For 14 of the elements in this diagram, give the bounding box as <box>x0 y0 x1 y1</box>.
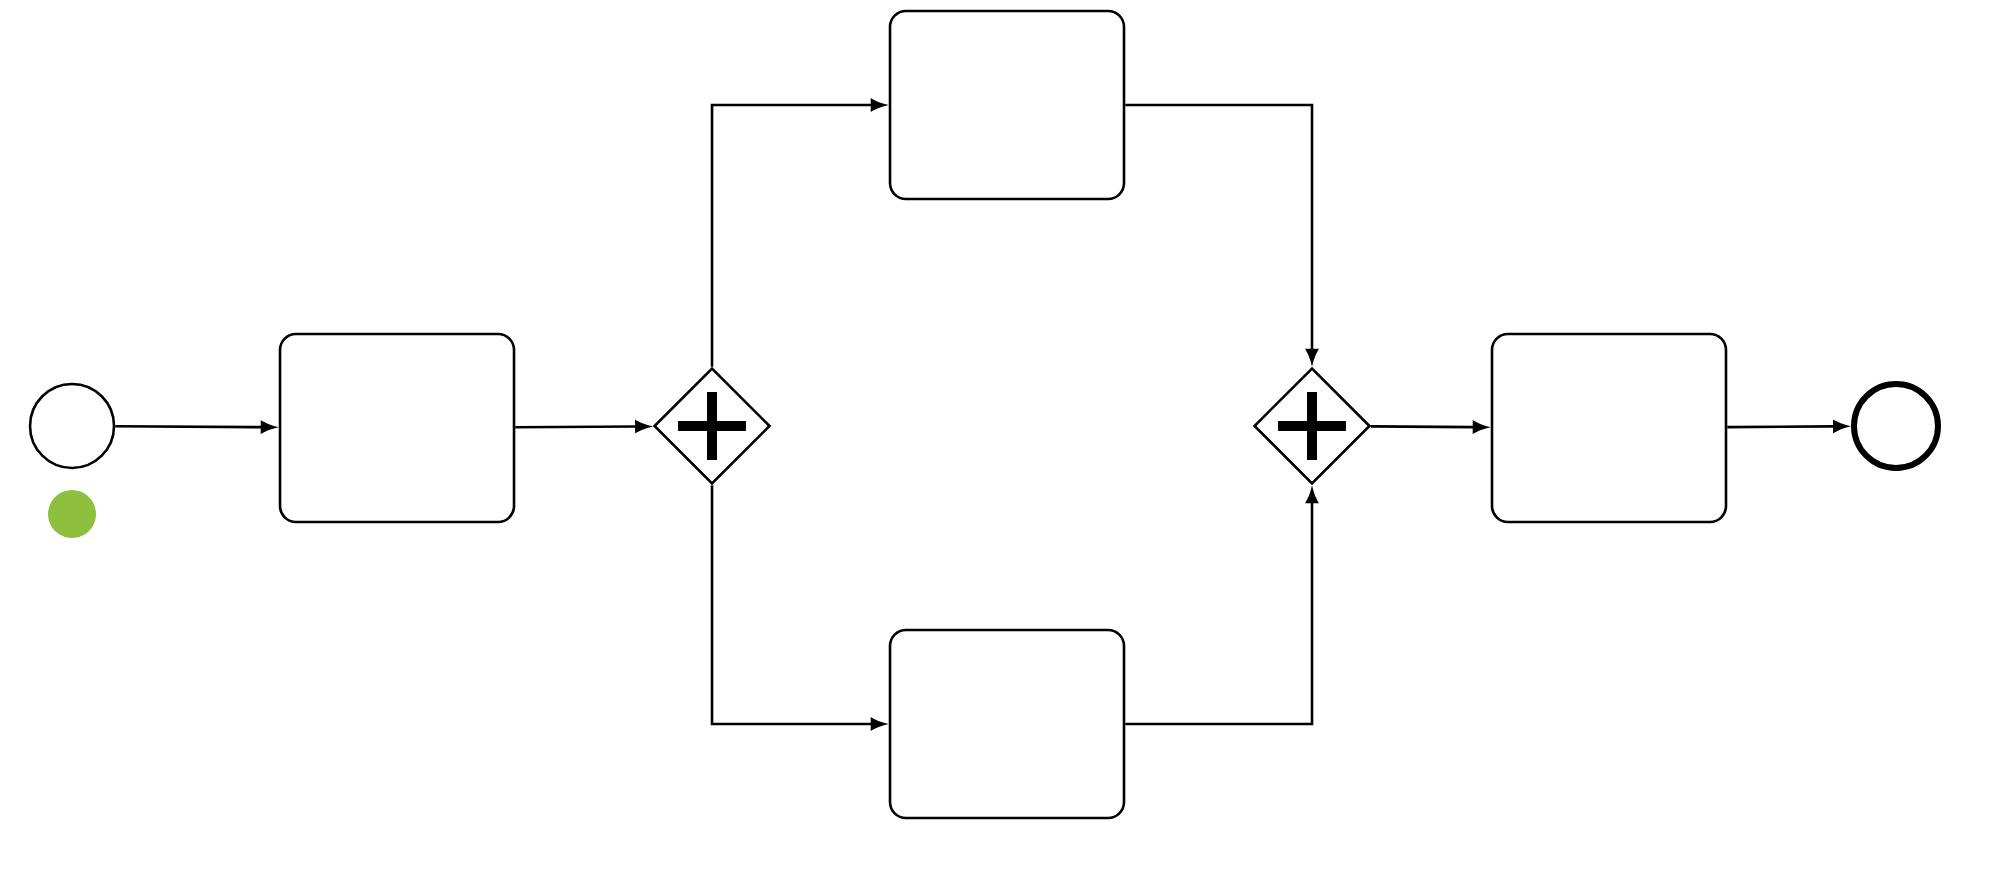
start-event-circle <box>28 382 116 470</box>
sequence-flow-arrow <box>710 99 885 367</box>
end-event-circle <box>1851 381 1941 471</box>
task-box <box>278 332 516 524</box>
sequence-flow-arrow <box>1125 103 1318 363</box>
sequence-flow-arrow <box>710 485 885 730</box>
sequence-flow-arrow <box>1125 489 1318 726</box>
task-box <box>888 628 1126 820</box>
sequence-flow-arrow <box>1370 421 1487 434</box>
task-box <box>1490 332 1728 524</box>
sequence-flow-arrow <box>1727 420 1848 433</box>
sequence-flow-arrow <box>115 421 275 434</box>
sequence-flow-arrow <box>515 420 650 433</box>
task-box <box>888 9 1126 201</box>
